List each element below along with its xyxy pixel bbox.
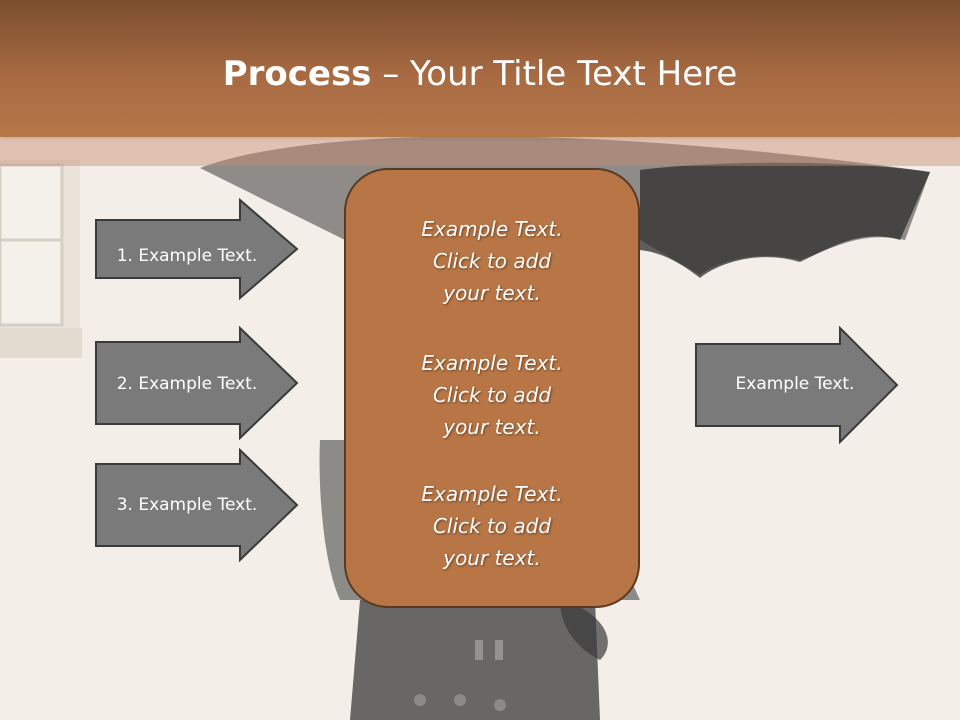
header-strip [0, 137, 960, 166]
center-item-2-line2: Click to add [432, 383, 552, 407]
center-item-3-line1: Example Text. [421, 482, 563, 506]
window-image [0, 160, 82, 358]
center-item-3[interactable]: Example Text. Click to add your text. [344, 478, 640, 574]
center-item-1-line1: Example Text. [421, 217, 563, 241]
title-bold: Process [222, 54, 372, 94]
center-item-2-line3: your text. [443, 415, 541, 439]
center-item-1-line3: your text. [443, 281, 541, 305]
left-arrow-3-label: 3. Example Text. [116, 495, 258, 515]
slide-title[interactable]: Process – Your Title Text Here [0, 52, 960, 96]
left-arrow-3[interactable] [94, 448, 300, 562]
title-rest: – Your Title Text Here [371, 54, 738, 94]
center-item-2-line1: Example Text. [421, 351, 563, 375]
center-item-2[interactable]: Example Text. Click to add your text. [344, 347, 640, 443]
center-item-3-line3: your text. [443, 546, 541, 570]
right-arrow[interactable] [694, 326, 900, 444]
left-arrow-2-label: 2. Example Text. [116, 374, 258, 394]
left-arrow-1-label: 1. Example Text. [116, 246, 258, 266]
right-arrow-label: Example Text. [735, 374, 855, 394]
center-item-1[interactable]: Example Text. Click to add your text. [344, 213, 640, 309]
header-bar [0, 0, 960, 137]
left-arrow-2[interactable] [94, 326, 300, 440]
left-arrow-1[interactable] [94, 198, 300, 300]
center-item-3-line2: Click to add [432, 514, 552, 538]
center-item-1-line2: Click to add [432, 249, 552, 273]
center-text-box[interactable] [344, 168, 640, 608]
